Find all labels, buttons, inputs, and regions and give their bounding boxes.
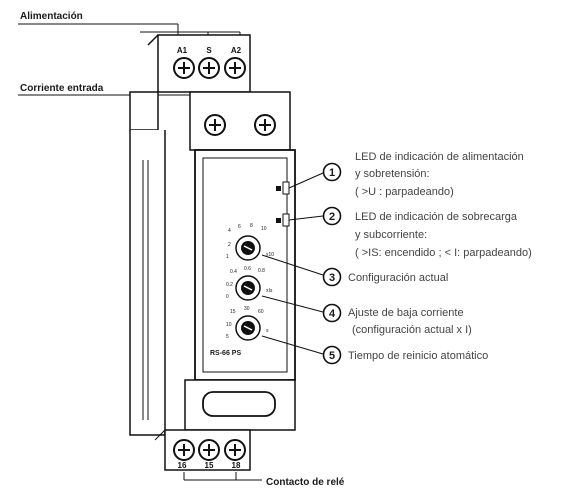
callout-number: 5 [329,350,335,362]
callout-text: y subcorriente: [355,229,427,241]
bottom-terminal-block: 16 15 18 [173,439,246,470]
callout-text: y sobretensión: [355,168,430,180]
callout-number: 3 [329,272,335,284]
model-label: RS-66 PS [210,350,241,357]
power-label: Alimentación [20,11,83,22]
svg-text:0.8: 0.8 [258,268,265,274]
callout-4: 4 Ajuste de baja corriente (configuració… [322,303,472,336]
terminal-screw[interactable] [198,439,220,461]
callout-2: 2 LED de indicación de sobrecarga y subc… [322,206,532,259]
input-terminal-block [204,114,276,136]
callout-text: Configuración actual [348,272,448,284]
svg-text:15: 15 [230,309,236,315]
svg-text:x10: x10 [266,252,274,258]
svg-text:s: s [266,328,269,334]
knob-scale: 0.4 0.6 0.8 0.2 0 xIs [226,266,273,300]
terminal-screw[interactable] [173,439,195,461]
callout-1: 1 LED de indicación de alimentación y so… [322,151,524,198]
terminal-label-18: 18 [232,461,241,470]
svg-text:60: 60 [258,309,264,315]
callout-text: Ajuste de baja corriente [348,307,464,319]
svg-text:4: 4 [228,228,231,234]
svg-text:2: 2 [228,242,231,248]
callout-text: LED de indicación de sobrecarga [355,211,518,223]
svg-text:30: 30 [244,306,250,312]
terminal-label-a2: A2 [231,46,242,55]
terminal-screw[interactable] [254,114,276,136]
callout-text: (configuración actual x I) [352,324,472,336]
callout-3: 3 Configuración actual [322,267,448,287]
terminal-label-16: 16 [178,461,187,470]
svg-text:0: 0 [226,294,229,300]
top-terminal-block: A1 S A2 [173,46,246,79]
callout-text: ( >U : parpadeando) [355,186,454,198]
svg-text:0.6: 0.6 [244,266,251,272]
callout-number: 1 [329,167,335,179]
callout-text: Tiempo de reinicio atomático [348,350,488,362]
terminal-screw[interactable] [224,439,246,461]
callout-number: 4 [329,308,336,320]
callout-5: 5 Tiempo de reinicio atomático [322,345,488,365]
knob-reset-time[interactable]: 15 30 60 10 5 s [226,306,269,341]
callout-number: 2 [329,211,335,223]
svg-text:0.2: 0.2 [226,282,233,288]
input-current-label: Corriente entrada [20,83,104,94]
svg-text:6: 6 [238,224,241,230]
terminal-label-s: S [206,46,212,55]
svg-text:1: 1 [226,254,229,260]
svg-text:10: 10 [226,322,232,328]
relay-contact-label: Contacto de relé [266,477,345,488]
svg-text:5: 5 [226,334,229,340]
terminal-label-15: 15 [205,461,214,470]
terminal-screw[interactable] [198,57,220,79]
svg-text:10: 10 [261,226,267,232]
callout-leaders [261,172,324,355]
terminal-screw[interactable] [204,114,226,136]
knob-current-setting[interactable]: 4 6 8 10 2 1 x10 [226,223,274,261]
svg-text:8: 8 [250,223,253,229]
svg-text:xIs: xIs [266,288,273,294]
callout-text: ( >IS: encendido ; < I: parpadeando) [355,247,532,259]
knob-scale: 4 6 8 10 2 1 x10 [226,223,274,260]
relay-contact-leader [183,472,262,481]
knob-low-current[interactable]: 0.4 0.6 0.8 0.2 0 xIs [226,266,273,301]
callout-text: LED de indicación de alimentación [355,151,524,163]
svg-text:0.4: 0.4 [230,269,237,275]
terminal-screw[interactable] [224,57,246,79]
knob-scale: 15 30 60 10 5 s [226,306,269,340]
terminal-screw[interactable] [173,57,195,79]
terminal-label-a1: A1 [177,46,188,55]
